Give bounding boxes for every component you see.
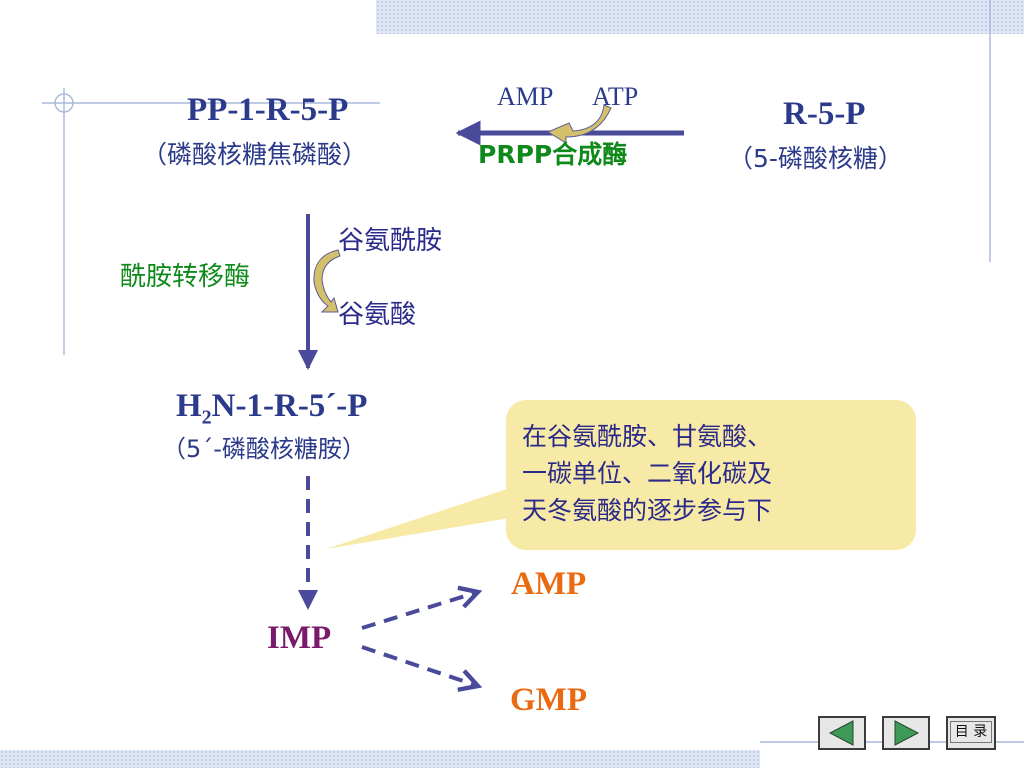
top-dotted-band (376, 0, 1024, 34)
table-of-contents-button[interactable]: 目 录 (946, 716, 996, 750)
atp-amp-curved-arrow (546, 104, 612, 144)
gmp-label: GMP (510, 682, 587, 718)
prpp-subtitle: （磷酸核糖焦磷酸） (142, 140, 368, 169)
callout-line-1: 在谷氨酰胺、甘氨酸、 (522, 422, 773, 451)
pra-subtitle: （5´-磷酸核糖胺） (162, 435, 366, 463)
imp-label: IMP (267, 620, 332, 656)
r5p-name: R-5-P (783, 96, 866, 132)
callout-line-2: 一碳单位、二氧化碳及 (522, 459, 773, 488)
prpp-synthase-label: PRPP合成酶 (478, 140, 628, 169)
gln-glu-curved-arrow (313, 249, 341, 313)
callout-tail (326, 488, 510, 549)
next-slide-button[interactable] (882, 716, 930, 750)
callout-box (506, 400, 916, 550)
amidotransferase-label: 酰胺转移酶 (120, 262, 251, 292)
r5p-subtitle: （5-磷酸核糖） (728, 144, 903, 173)
prpp-name: PP-1-R-5-P (187, 92, 349, 128)
amp-label: AMP (511, 566, 587, 602)
triangle-left-icon (828, 720, 854, 746)
prev-slide-button[interactable] (818, 716, 866, 750)
imp-to-amp-arrow (361, 592, 478, 630)
cofactor-amp-label: AMP (497, 82, 554, 111)
glutamine-label: 谷氨酰胺 (338, 226, 443, 256)
imp-to-gmp-arrow (361, 645, 478, 686)
toc-label: 目 录 (949, 721, 993, 743)
glutamate-label: 谷氨酸 (338, 300, 417, 330)
pra-name: H2N-1-R-5´-P (176, 388, 368, 429)
callout-line-3: 天冬氨酸的逐步参与下 (522, 496, 773, 525)
triangle-right-icon (894, 720, 920, 746)
cofactor-atp-label: ATP (592, 82, 639, 111)
bottom-dotted-band (0, 750, 760, 768)
callout-text: 在谷氨酰胺、甘氨酸、 一碳单位、二氧化碳及 天冬氨酸的逐步参与下 (522, 418, 902, 529)
